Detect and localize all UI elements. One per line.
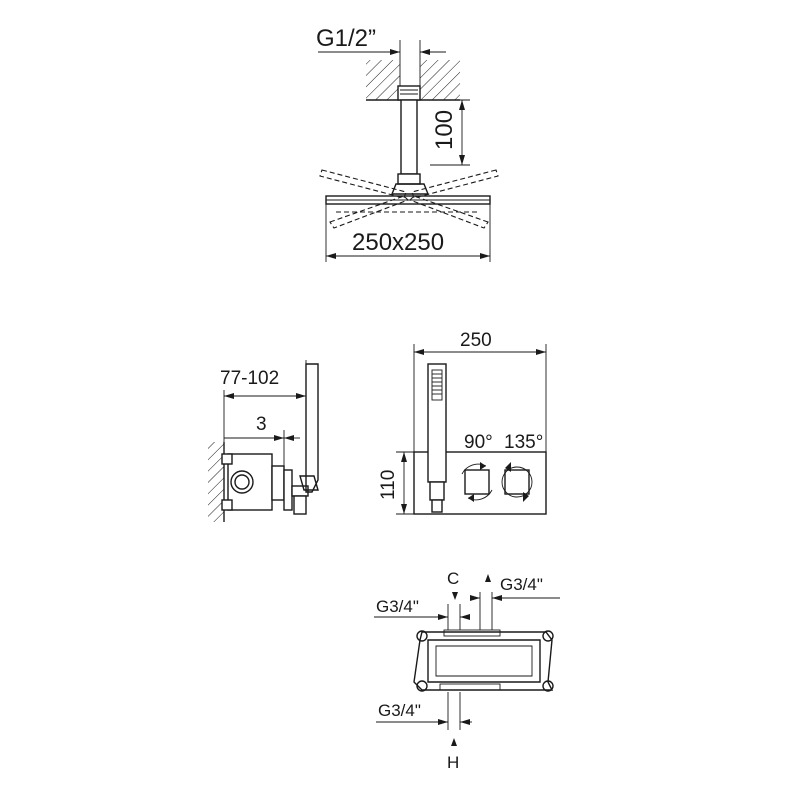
size-label: 250x250: [352, 229, 444, 256]
side-view: 77-102 3: [208, 360, 319, 522]
offset-dimension: 3: [224, 414, 300, 466]
bottom-thread-label: G3/4": [378, 701, 421, 720]
hand-shower-front: [427, 363, 447, 513]
height-label: 100: [431, 110, 458, 150]
size-dimension: 250x250: [325, 204, 491, 262]
height-dimension: 100: [420, 99, 470, 166]
mounting-box: [221, 453, 309, 515]
top-connection-dimensions: C G3/4" G3/4": [374, 569, 560, 630]
valve-body-outline: [413, 629, 554, 692]
hand-shower-side: [299, 363, 319, 493]
width-label: 250: [460, 330, 492, 351]
ceiling-hatch: [366, 60, 460, 101]
top-view: G1/2” 100: [316, 25, 499, 262]
thread-label: G1/2”: [316, 25, 376, 52]
handle-90: [461, 462, 493, 502]
ceiling-arm: [390, 85, 430, 195]
c-arrow: [452, 592, 458, 600]
depth-dimension: 77-102: [220, 360, 307, 442]
c-label: C: [447, 569, 459, 588]
shower-head: [325, 195, 491, 205]
angle-90-label: 90°: [464, 432, 493, 453]
front-view: 250 110: [378, 330, 547, 515]
h-label: H: [447, 753, 459, 772]
top-left-thread-label: G3/4": [376, 597, 419, 616]
bottom-connection-dimensions: G3/4" H: [376, 692, 472, 772]
panel-height-label: 110: [378, 470, 399, 500]
width-dimension: 250: [413, 330, 547, 452]
panel-height-dimension: 110: [378, 451, 414, 515]
thread-dimension: G1/2”: [316, 25, 446, 100]
g34-arrow: [485, 574, 491, 582]
top-right-thread-label: G3/4": [500, 575, 543, 594]
depth-label: 77-102: [220, 368, 279, 389]
h-arrow: [451, 738, 457, 746]
angle-135-label: 135°: [504, 432, 543, 453]
handle-135: [501, 462, 533, 502]
wall-hatch: [208, 442, 224, 522]
offset-label: 3: [256, 414, 267, 435]
bottom-view: C G3/4" G3/4": [374, 569, 560, 772]
